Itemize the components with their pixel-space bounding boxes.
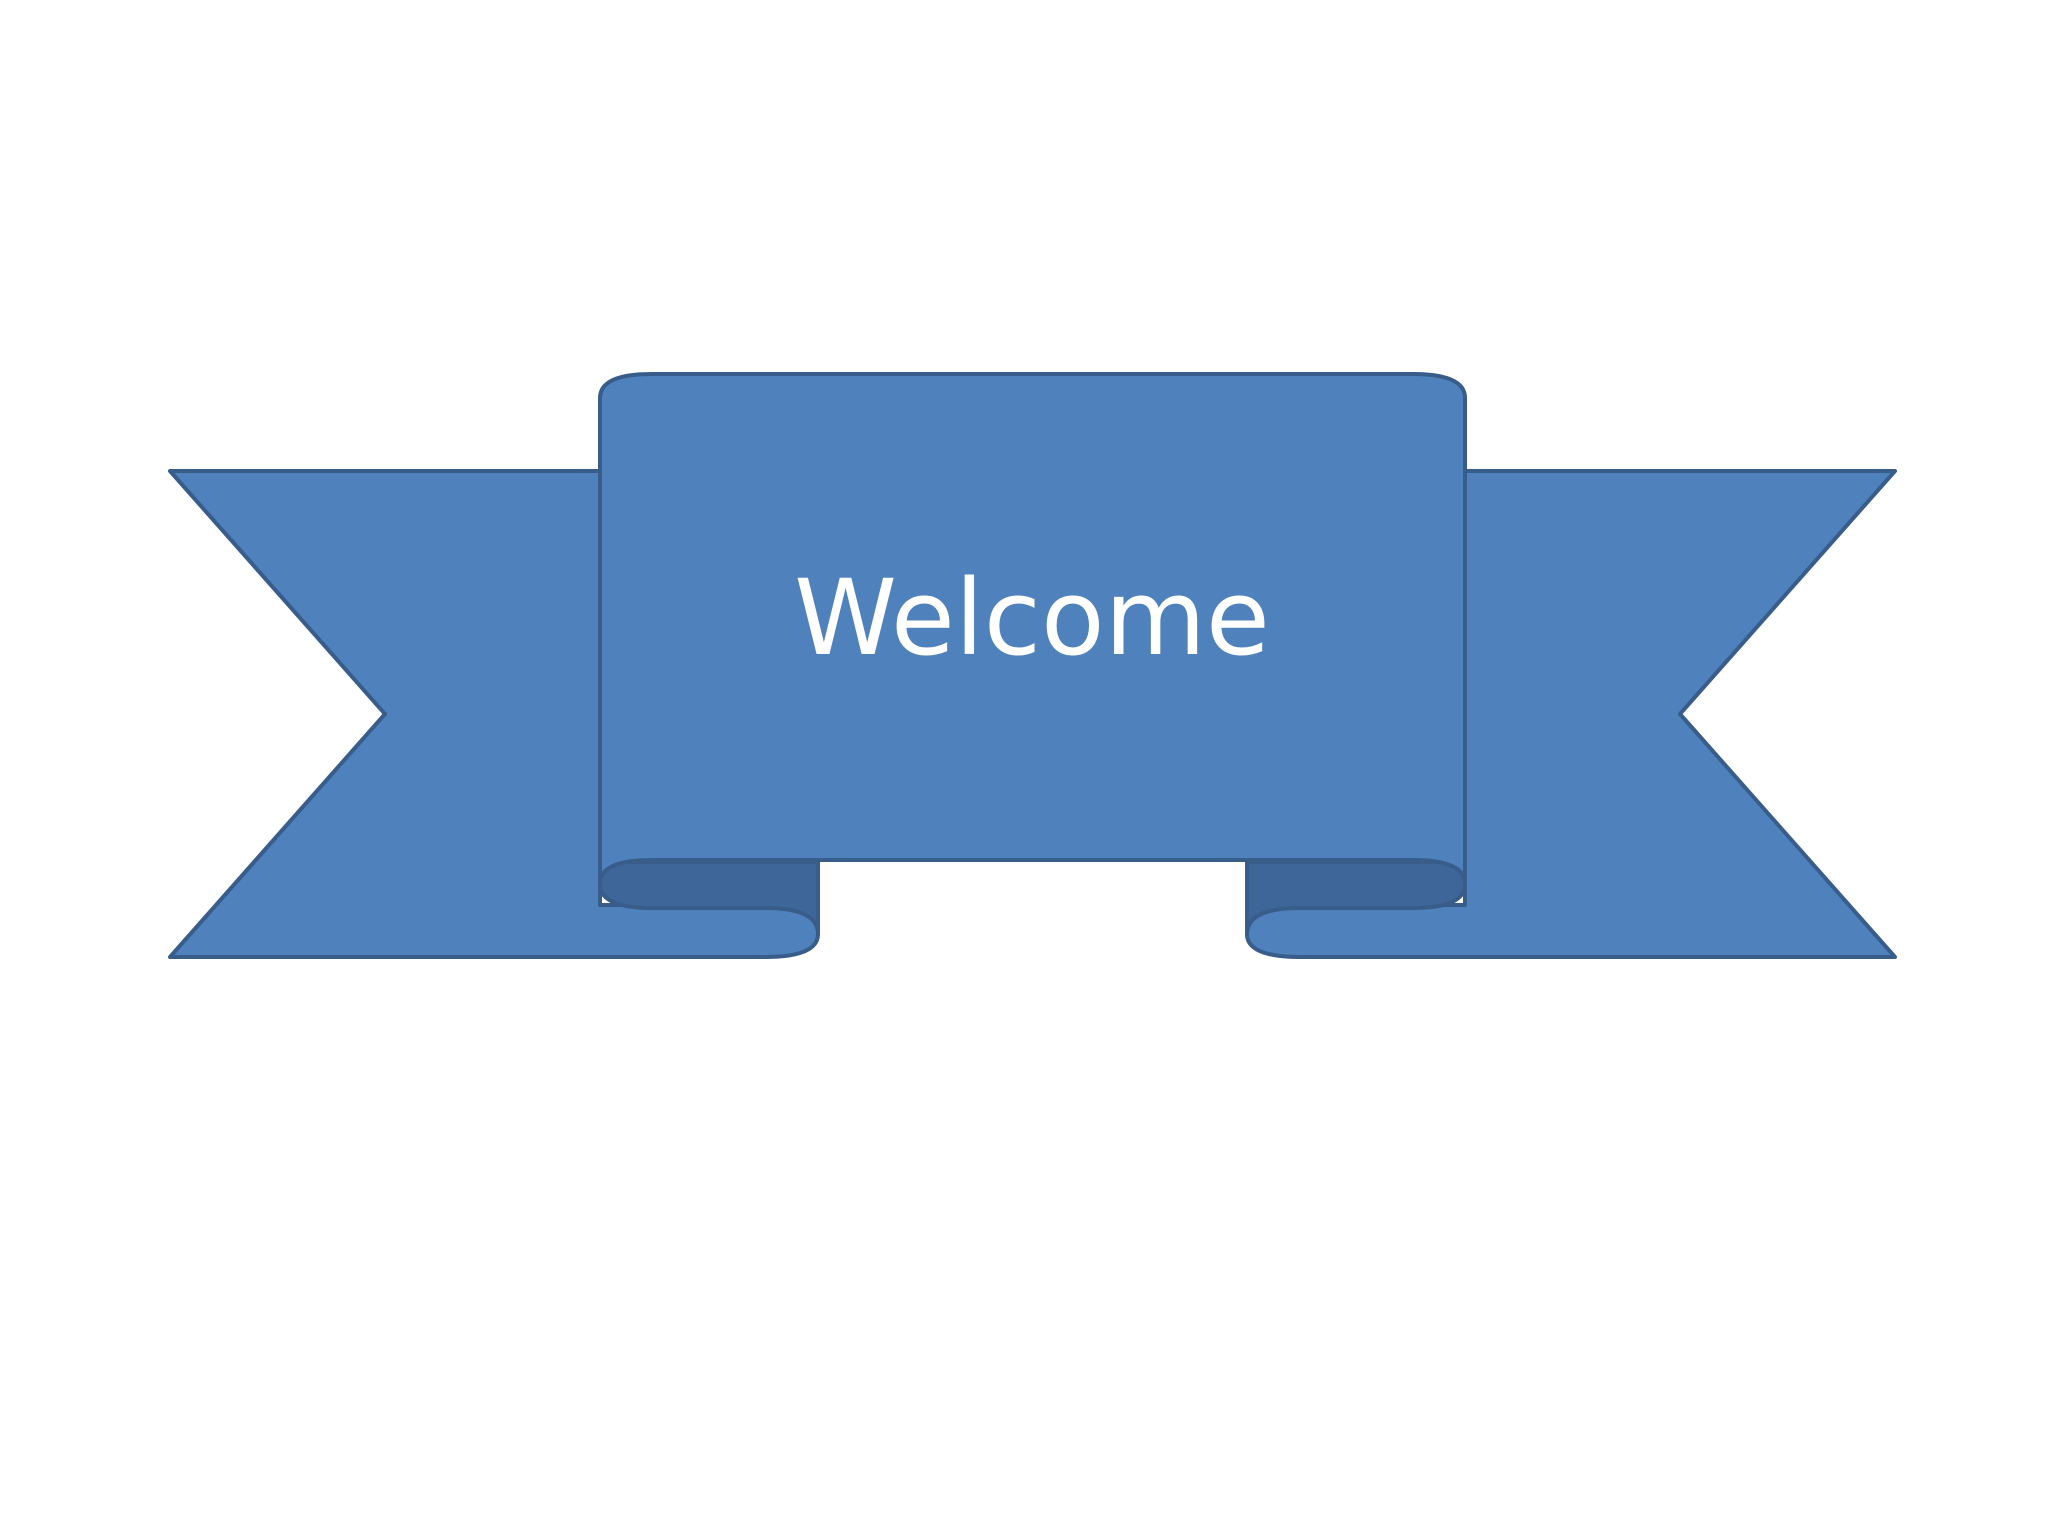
ribbon-center-panel [598,372,1467,886]
ribbon-right-fold [1245,860,1467,936]
banner-title: Welcome [794,557,1270,679]
ribbon-left-fold [598,860,820,936]
